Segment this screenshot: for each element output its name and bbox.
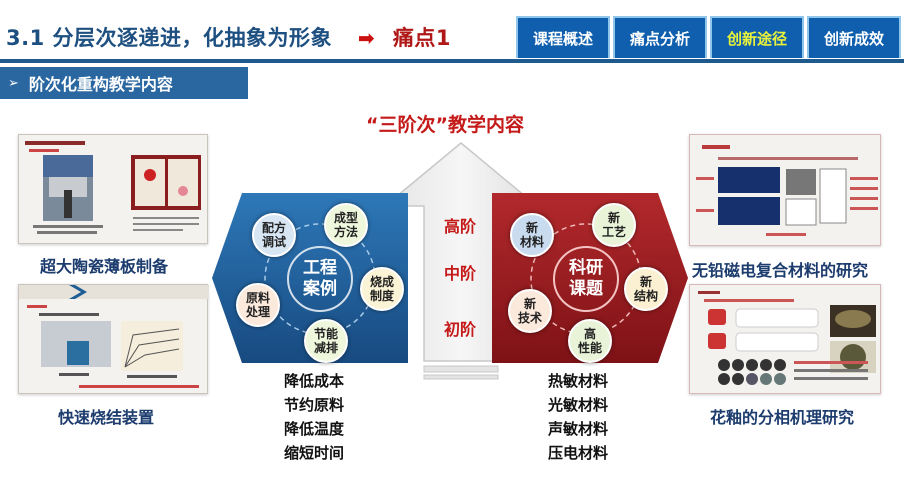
section-subheading: ➢ 阶次化重构教学内容 bbox=[0, 67, 248, 99]
tab-innovation-path[interactable]: 创新途径 bbox=[710, 16, 804, 58]
list-item: 降低成本 bbox=[284, 372, 345, 390]
level-high: 高阶 bbox=[443, 217, 476, 236]
tab-pain-analysis[interactable]: 痛点分析 bbox=[613, 16, 707, 58]
center-title: “三阶次”教学内容 bbox=[366, 114, 524, 136]
tab-innovation-results[interactable]: 创新成效 bbox=[807, 16, 901, 58]
subheading-label: 阶次化重构教学内容 bbox=[28, 75, 173, 94]
chevron-right-icon: ➢ bbox=[8, 75, 19, 91]
case-thumbnail-rapid-sintering bbox=[18, 284, 209, 394]
node-formula-tuning: 配方调试 bbox=[252, 213, 296, 257]
research-materials-list: 热敏材料 光敏材料 声敏材料 压电材料 bbox=[548, 369, 608, 465]
list-item: 降低温度 bbox=[284, 420, 345, 438]
magnetoelectric-slide-image bbox=[696, 145, 878, 236]
header-divider bbox=[0, 59, 904, 63]
flower-glaze-slide-image bbox=[698, 291, 876, 385]
level-mid: 中阶 bbox=[443, 264, 476, 283]
list-item: 声敏材料 bbox=[548, 420, 609, 438]
case-caption-rapid-sintering: 快速烧结装置 bbox=[58, 408, 155, 427]
node-firing-schedule: 烧成制度 bbox=[360, 267, 404, 311]
page-title: 3.1 分层次逐递进，化抽象为形象 ➡ 痛点1 bbox=[6, 22, 451, 52]
engineering-case-hub: 工程 案例 bbox=[287, 246, 353, 312]
case-caption-flower-glaze: 花釉的分相机理研究 bbox=[710, 408, 855, 427]
case-thumbnail-ceramic-board bbox=[18, 134, 208, 244]
list-item: 热敏材料 bbox=[548, 372, 609, 390]
research-project-hub: 科研 课题 bbox=[553, 246, 619, 312]
case-thumbnail-flower-glaze bbox=[689, 284, 881, 394]
engineering-case-panel: 工程 案例 配方调试 成型方法 烧成制度 节能减排 原料处理 bbox=[212, 193, 412, 365]
case-caption-ceramic-board: 超大陶瓷薄板制备 bbox=[40, 257, 169, 276]
research-project-panel: 科研 课题 新材料 新工艺 新结构 高性能 新技术 bbox=[492, 193, 688, 365]
list-item: 光敏材料 bbox=[548, 396, 609, 414]
node-high-performance: 高性能 bbox=[568, 319, 612, 363]
node-forming-method: 成型方法 bbox=[324, 203, 368, 247]
node-new-process: 新工艺 bbox=[592, 203, 636, 247]
case-thumbnail-magnetoelectric bbox=[689, 134, 881, 246]
node-new-structure: 新结构 bbox=[624, 267, 668, 311]
node-new-materials: 新材料 bbox=[510, 213, 554, 257]
case-caption-magnetoelectric: 无铅磁电复合材料的研究 bbox=[692, 261, 869, 280]
list-item: 压电材料 bbox=[548, 444, 609, 462]
level-basic: 初阶 bbox=[443, 320, 476, 339]
list-item: 缩短时间 bbox=[284, 444, 345, 462]
nav-tabs: 课程概述 痛点分析 创新途径 创新成效 bbox=[516, 16, 901, 58]
engineering-benefits-list: 降低成本 节约原料 降低温度 缩短时间 bbox=[284, 369, 344, 465]
ceramic-board-slide-image bbox=[25, 141, 201, 234]
tab-course-overview[interactable]: 课程概述 bbox=[516, 16, 610, 58]
node-energy-saving: 节能减排 bbox=[304, 319, 348, 363]
list-item: 节约原料 bbox=[284, 396, 345, 414]
title-text: 3.1 分层次逐递进，化抽象为形象 bbox=[6, 26, 333, 50]
node-raw-material: 原料处理 bbox=[236, 283, 280, 327]
right-arrow-icon: ➡ bbox=[357, 26, 376, 50]
rapid-sintering-slide-image bbox=[19, 285, 209, 388]
node-new-technology: 新技术 bbox=[508, 289, 552, 333]
pain-point-label: 痛点1 bbox=[392, 26, 452, 50]
